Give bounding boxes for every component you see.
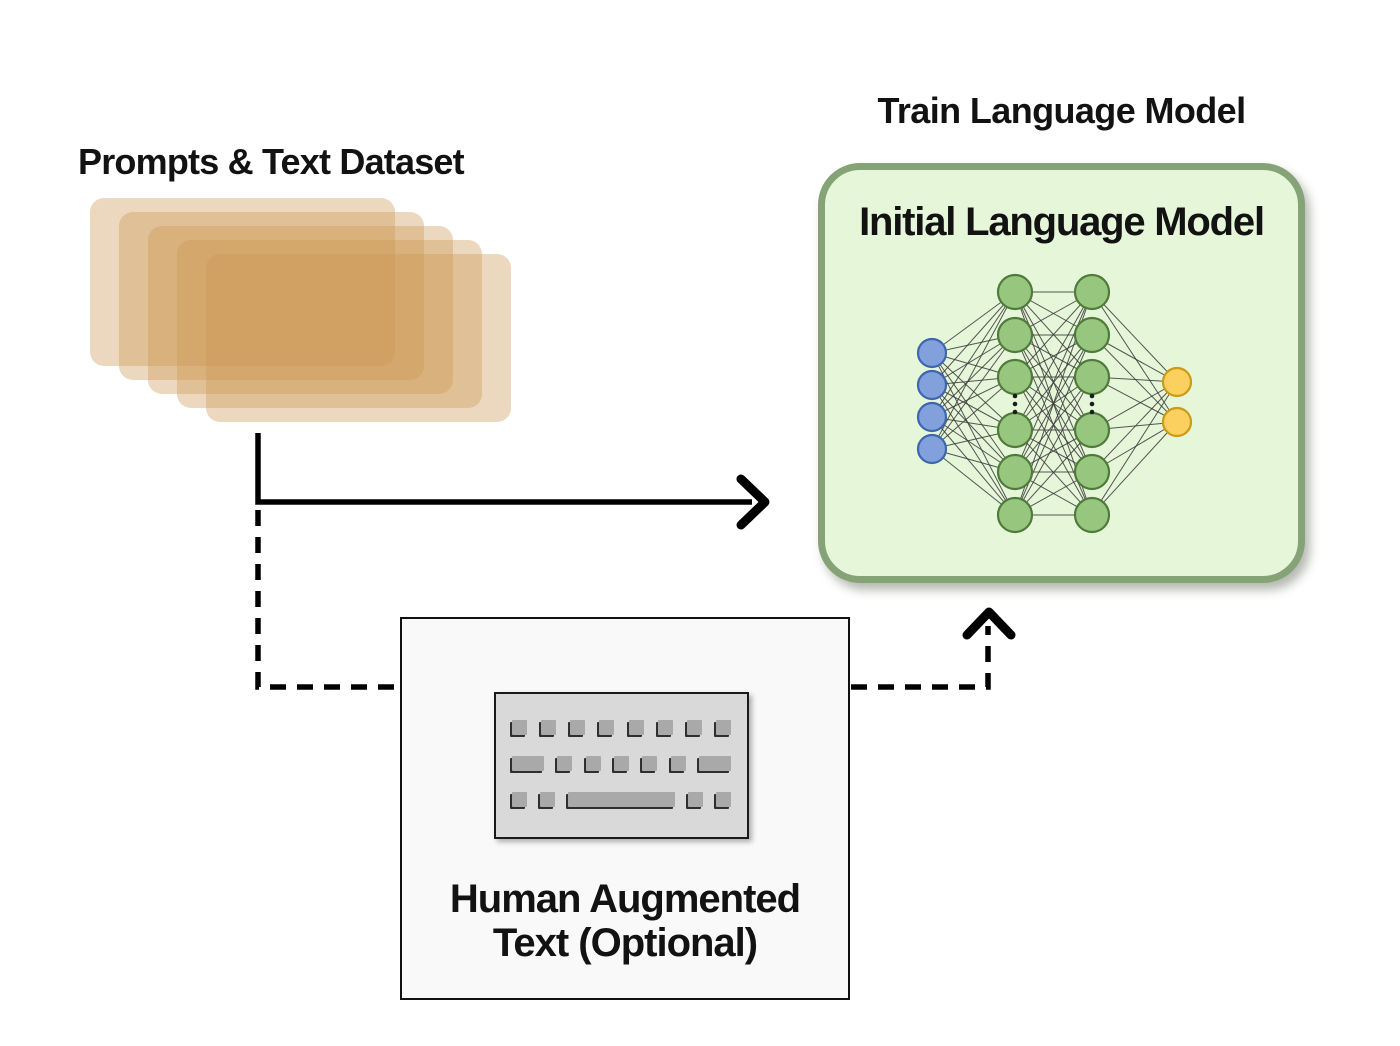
keyboard-key [715,720,731,735]
keyboard-key [686,720,702,735]
dataset-card [148,226,453,394]
human-label-line-2: Text (Optional) [492,921,758,965]
keyboard-key [557,756,573,771]
keyboard-key [585,756,601,771]
keyboard-key-row [512,720,731,735]
keyboard-key [512,720,527,735]
keyboard-key [670,756,686,771]
keyboard-key-row [512,756,731,771]
dataset-card [206,254,511,422]
keyboard-key [716,792,731,807]
right-arrowhead-icon [736,474,770,530]
dataset-card [90,198,395,366]
keyboard-key [541,720,557,735]
keyboard-key [688,792,703,807]
keyboard-key [613,756,629,771]
solid-arrow-line [255,433,752,505]
keyboard-key [599,720,615,735]
initial-language-model-title: Initial Language Model [859,200,1265,244]
keyboard-key [540,792,555,807]
keyboard-icon [494,692,749,839]
keyboard-key [512,756,544,771]
up-arrowhead-icon [962,607,1016,640]
dataset-card [119,212,424,380]
keyboard-key [698,756,731,771]
keyboard-spacebar-key [568,792,675,807]
initial-language-model-box: Initial Language Model [818,163,1305,583]
keyboard-key [570,720,586,735]
prompts-dataset-title: Prompts & Text Dataset [78,141,465,182]
human-augmented-text-label: Human Augmented Text (Optional) [402,877,848,965]
dataset-card [177,240,482,408]
keyboard-key-row [512,792,731,807]
keyboard-key [657,720,673,735]
keyboard-key [642,756,658,771]
dashed-connector-left [255,510,400,690]
human-augmented-text-box: Human Augmented Text (Optional) [400,617,850,1000]
human-label-line-1: Human Augmented [449,877,801,921]
keyboard-key [628,720,644,735]
train-language-model-heading: Train Language Model [877,90,1246,131]
keyboard-key [512,792,527,807]
dashed-connector-right [851,626,991,690]
